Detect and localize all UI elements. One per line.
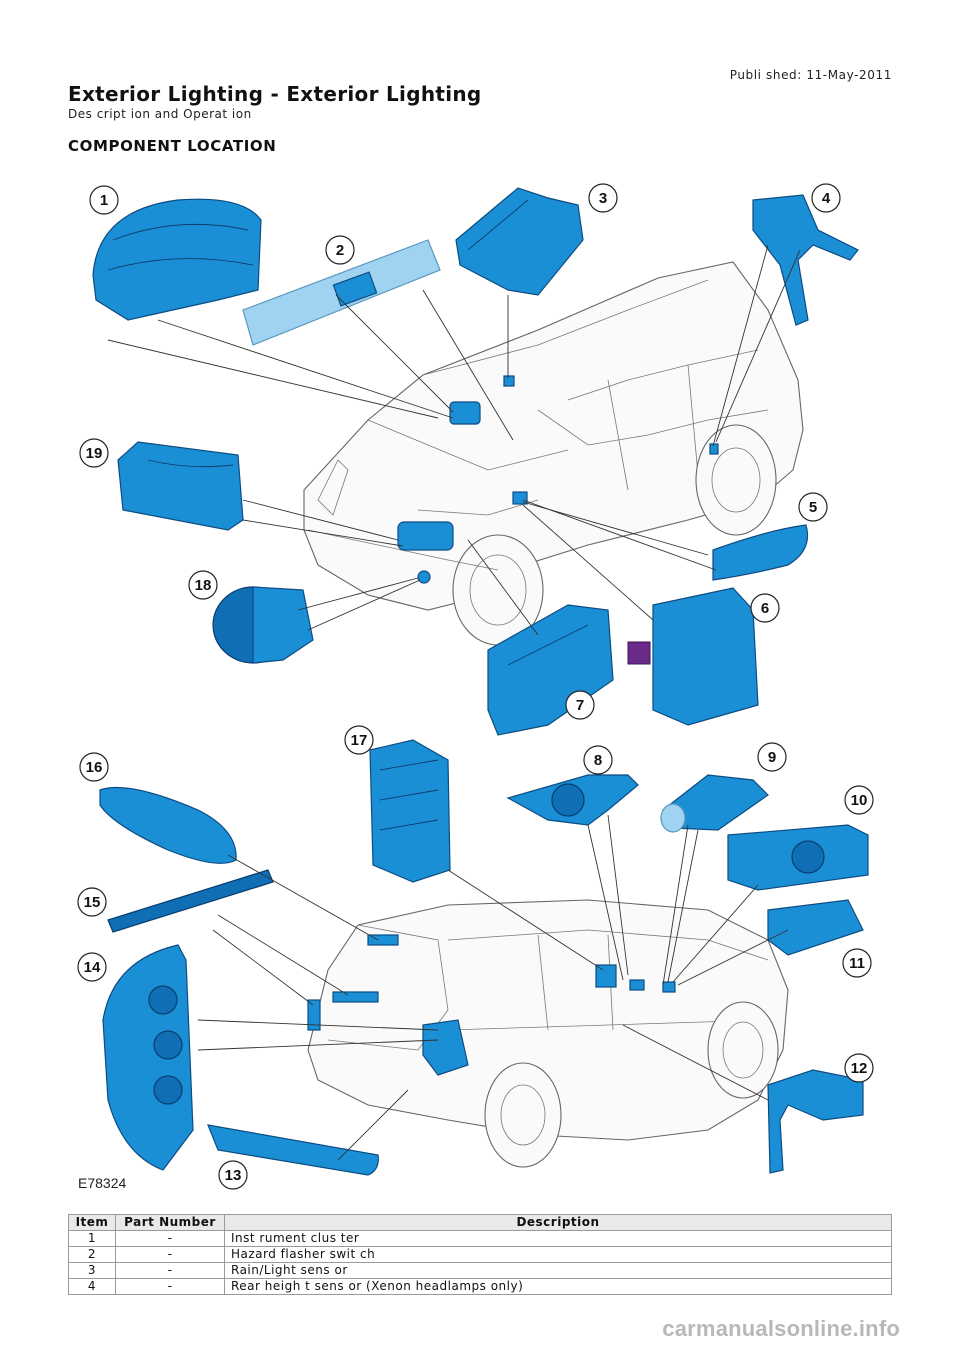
page-subtitle: Des cript ion and Operat ion bbox=[68, 107, 252, 121]
svg-text:10: 10 bbox=[851, 792, 868, 809]
svg-text:18: 18 bbox=[195, 577, 212, 594]
cell-item: 4 bbox=[68, 1278, 116, 1295]
leader-lines-bottom bbox=[197, 814, 789, 1161]
cell-desc: Hazard flasher swit ch bbox=[224, 1246, 892, 1263]
part-column-switch bbox=[506, 774, 639, 826]
part-headlamp bbox=[117, 441, 244, 531]
svg-text:16: 16 bbox=[86, 759, 103, 776]
cell-item: 2 bbox=[68, 1246, 116, 1263]
callout-8: 8 bbox=[583, 745, 613, 775]
svg-text:12: 12 bbox=[851, 1060, 868, 1077]
rear-vehicle-outline bbox=[307, 899, 789, 1168]
table-row: 4 - Rear heigh t sens or (Xenon headlamp… bbox=[68, 1278, 892, 1295]
col-description: Description bbox=[224, 1214, 892, 1231]
figure-id: E78324 bbox=[78, 1175, 126, 1191]
cell-part: - bbox=[115, 1230, 225, 1247]
part-lighting-switch bbox=[727, 824, 869, 891]
callout-12: 12 bbox=[844, 1053, 874, 1083]
part-rain-light-sensor bbox=[455, 187, 584, 296]
callout-16: 16 bbox=[79, 752, 109, 782]
part-rear-lamp bbox=[102, 944, 194, 1171]
callout-18: 18 bbox=[188, 570, 218, 600]
part-rear-fog-lamp bbox=[207, 1124, 379, 1176]
part-instrument-cluster bbox=[92, 198, 262, 321]
table-row: 1 - Inst rument clus ter bbox=[68, 1230, 892, 1247]
watermark: carmanualsonline.info bbox=[662, 1316, 900, 1341]
col-item: Item bbox=[68, 1214, 116, 1231]
cell-desc: Rear heigh t sens or (Xenon headlamps on… bbox=[224, 1278, 892, 1295]
callout-13: 13 bbox=[218, 1160, 248, 1190]
callout-5: 5 bbox=[798, 492, 828, 522]
part-rear-height-sensor bbox=[752, 194, 859, 326]
cell-part: - bbox=[115, 1246, 225, 1263]
table-header-row: Item Part Number Description bbox=[68, 1214, 892, 1231]
svg-text:13: 13 bbox=[225, 1167, 242, 1184]
front-vehicle-outline bbox=[303, 261, 804, 646]
component-table: Item Part Number Description 1 - Inst ru… bbox=[68, 1214, 892, 1295]
callout-6: 6 bbox=[750, 593, 780, 623]
part-side-repeater bbox=[712, 524, 809, 581]
svg-text:17: 17 bbox=[351, 732, 368, 749]
part-front-height-sensor bbox=[767, 1069, 864, 1174]
svg-text:11: 11 bbox=[849, 955, 865, 972]
cell-item: 1 bbox=[68, 1230, 116, 1247]
rear-vehicle-highlights bbox=[307, 934, 676, 1076]
callout-15: 15 bbox=[77, 887, 107, 917]
part-fog-lamp bbox=[212, 586, 314, 664]
svg-text:1: 1 bbox=[100, 192, 108, 209]
cell-part: - bbox=[115, 1278, 225, 1295]
callout-14: 14 bbox=[77, 952, 107, 982]
svg-text:8: 8 bbox=[594, 752, 602, 769]
published-date: Publi shed: 11-May-2011 bbox=[729, 68, 892, 82]
table-row: 2 - Hazard flasher swit ch bbox=[68, 1246, 892, 1263]
svg-text:14: 14 bbox=[84, 959, 101, 976]
callout-11: 11 bbox=[842, 948, 872, 978]
svg-text:4: 4 bbox=[822, 190, 831, 207]
svg-text:2: 2 bbox=[336, 242, 344, 259]
part-module-6 bbox=[627, 587, 759, 726]
cell-item: 3 bbox=[68, 1262, 116, 1279]
col-part-number: Part Number bbox=[115, 1214, 225, 1231]
part-number-plate-lamp bbox=[107, 869, 274, 933]
table-row: 3 - Rain/Light sens or bbox=[68, 1262, 892, 1279]
callout-10: 10 bbox=[844, 785, 874, 815]
section-heading: COMPONENT LOCATION bbox=[68, 137, 277, 155]
callout-1: 1 bbox=[89, 185, 119, 215]
part-high-mount-lamp bbox=[99, 786, 237, 864]
svg-text:15: 15 bbox=[84, 894, 101, 911]
callout-7: 7 bbox=[565, 690, 595, 720]
svg-text:19: 19 bbox=[86, 445, 103, 462]
svg-text:3: 3 bbox=[599, 190, 607, 207]
callout-2: 2 bbox=[325, 235, 355, 265]
svg-text:9: 9 bbox=[768, 749, 776, 766]
part-hazard-switch bbox=[242, 239, 441, 346]
cell-desc: Inst rument clus ter bbox=[224, 1230, 892, 1247]
svg-text:6: 6 bbox=[761, 600, 769, 617]
callout-19: 19 bbox=[79, 438, 109, 468]
part-switch-9 bbox=[660, 774, 769, 833]
page-title: Exterior Lighting - Exterior Lighting bbox=[68, 82, 482, 106]
callout-17: 17 bbox=[344, 725, 374, 755]
leader-lines-top bbox=[107, 244, 801, 636]
component-location-figure: 1 2 3 4 5 6 7 8 9 10 11 12 13 14 15 16 1… bbox=[77, 183, 874, 1191]
callout-4: 4 bbox=[811, 183, 841, 213]
part-module-17 bbox=[369, 739, 451, 883]
svg-text:5: 5 bbox=[809, 499, 817, 516]
cell-desc: Rain/Light sens or bbox=[224, 1262, 892, 1279]
cell-part: - bbox=[115, 1262, 225, 1279]
callout-9: 9 bbox=[757, 742, 787, 772]
svg-text:7: 7 bbox=[576, 697, 584, 714]
callout-3: 3 bbox=[588, 183, 618, 213]
front-vehicle-highlights bbox=[397, 375, 719, 584]
part-actuator-11 bbox=[767, 899, 864, 956]
